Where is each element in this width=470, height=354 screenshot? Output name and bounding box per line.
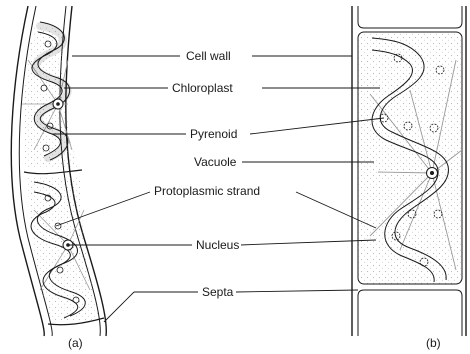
septum-a-1	[24, 170, 82, 174]
label-protoplasmic-strand: Protoplasmic strand	[152, 184, 262, 198]
leader-septa-left	[104, 292, 134, 322]
label-cell-wall: Cell wall	[184, 49, 233, 63]
leader-septa-right	[236, 290, 358, 292]
nucleus-b	[427, 168, 438, 179]
caption-b: (b)	[424, 336, 443, 350]
filament-b	[352, 6, 466, 336]
label-septa: Septa	[200, 285, 235, 299]
label-chloroplast: Chloroplast	[170, 81, 235, 95]
label-vacuole: Vacuole	[192, 155, 238, 169]
label-nucleus: Nucleus	[194, 238, 241, 252]
cell-b	[358, 32, 462, 284]
leader-nucleus-right	[240, 240, 376, 245]
septum-b-top	[358, 6, 462, 28]
caption-a: (a)	[66, 336, 85, 350]
filament-a	[11, 6, 106, 336]
label-pyrenoid: Pyrenoid	[188, 127, 239, 141]
septum-b-bottom	[358, 290, 462, 336]
nucleus-a-upper	[53, 99, 63, 109]
